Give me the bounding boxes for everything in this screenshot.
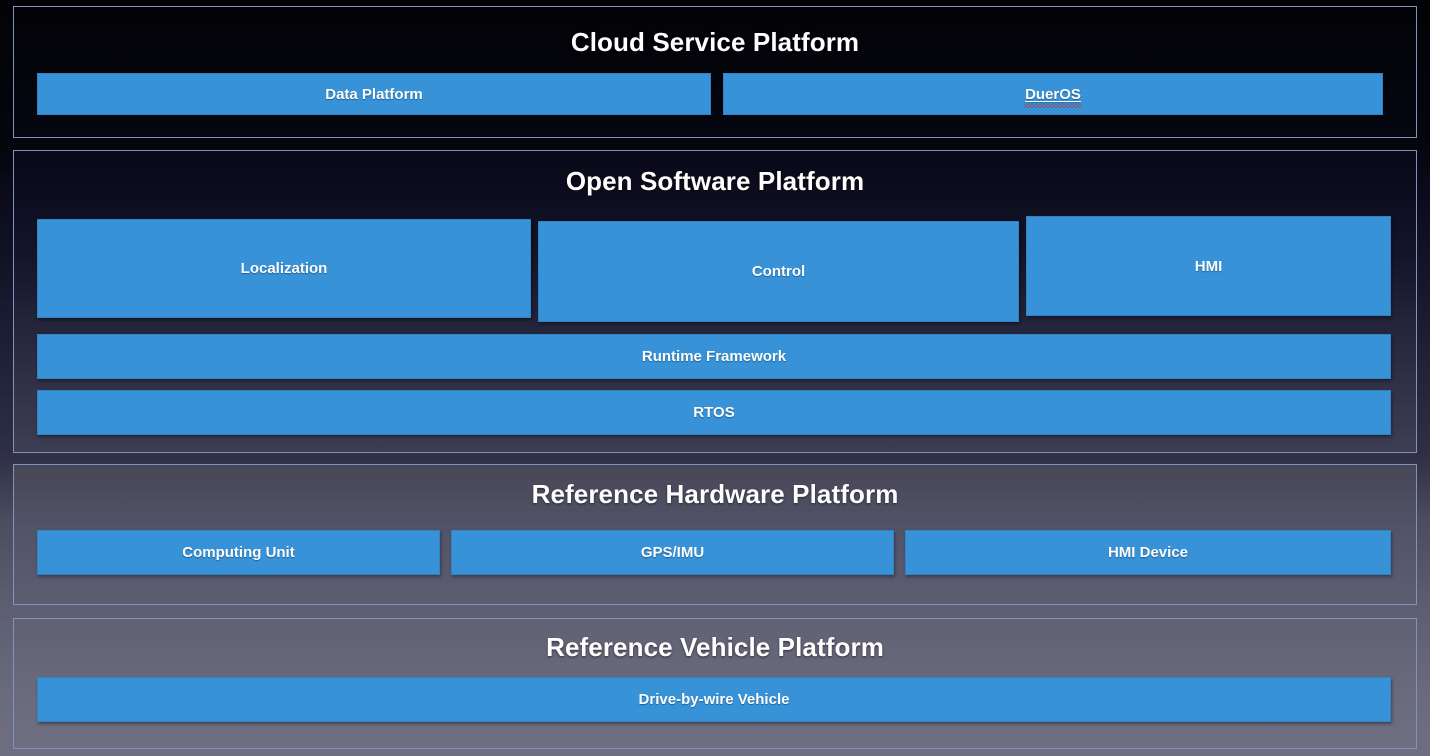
block-dueros[interactable]: DuerOS (723, 73, 1383, 115)
block-hmi[interactable]: HMI (1026, 216, 1391, 316)
layer-open-software-platform: Open Software Platform Localization Cont… (13, 150, 1417, 453)
block-gps-imu[interactable]: GPS/IMU (451, 530, 894, 575)
block-data-platform[interactable]: Data Platform (37, 73, 711, 115)
block-label-computing-unit: Computing Unit (182, 544, 295, 561)
block-computing-unit[interactable]: Computing Unit (37, 530, 440, 575)
block-label-runtime-framework: Runtime Framework (641, 348, 787, 365)
layer-reference-vehicle-platform: Reference Vehicle Platform Drive-by-wire… (13, 618, 1417, 749)
block-drive-by-wire-vehicle[interactable]: Drive-by-wire Vehicle (37, 677, 1391, 722)
block-control[interactable]: Control (538, 221, 1019, 322)
block-label-gps-imu: GPS/IMU (640, 544, 705, 561)
block-label-hmi: HMI (1194, 257, 1223, 275)
block-runtime-framework[interactable]: Runtime Framework (37, 334, 1391, 379)
block-localization[interactable]: Localization (37, 219, 531, 318)
block-label-drive-by-wire-vehicle: Drive-by-wire Vehicle (638, 691, 790, 708)
layer-title-reference-hardware-platform: Reference Hardware Platform (531, 479, 899, 509)
block-rtos[interactable]: RTOS (37, 390, 1391, 435)
layer-reference-hardware-platform: Reference Hardware Platform Computing Un… (13, 464, 1417, 605)
layer-cloud-service-platform: Cloud Service Platform Data Platform Due… (13, 6, 1417, 138)
block-label-localization: Localization (240, 260, 328, 277)
block-label-rtos: RTOS (693, 404, 735, 421)
layer-title-cloud-service-platform: Cloud Service Platform (570, 27, 860, 57)
block-label-control: Control (751, 263, 806, 280)
block-hmi-device[interactable]: HMI Device (905, 530, 1391, 575)
layer-title-reference-vehicle-platform: Reference Vehicle Platform (546, 632, 884, 662)
layer-title-open-software-platform: Open Software Platform (565, 166, 865, 196)
block-label-dueros: DuerOS (1024, 85, 1082, 108)
block-label-data-platform: Data Platform (325, 85, 423, 103)
block-label-hmi-device: HMI Device (1107, 544, 1189, 561)
